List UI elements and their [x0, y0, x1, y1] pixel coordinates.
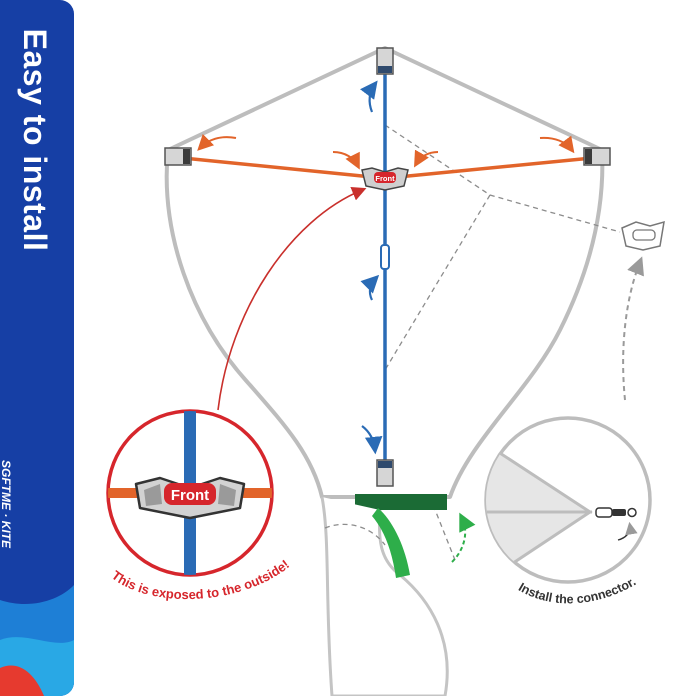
arrow-icon	[217, 187, 367, 411]
ribbon-outline	[320, 496, 449, 696]
sidebar-panel: Easy to install SGFTME · KITE	[0, 0, 74, 696]
center-connector: Front	[361, 167, 409, 191]
tail-bar	[355, 494, 447, 510]
arrow-icon	[414, 149, 439, 168]
fold-line	[384, 194, 491, 371]
right-spreader	[397, 156, 593, 179]
green-ribbon	[372, 508, 410, 578]
arrow-icon	[622, 256, 644, 401]
sidebar-background	[0, 0, 74, 696]
arrow-icon	[451, 512, 476, 563]
spar-joint	[380, 244, 390, 270]
arrow-icon	[197, 133, 237, 151]
arrow-icon	[617, 521, 638, 541]
center-connector-label: Front	[375, 174, 395, 183]
right-end-cap-fill	[585, 149, 592, 164]
arrow-icon	[360, 274, 380, 301]
arrow-icon	[360, 80, 378, 113]
bracket-connector-icon	[621, 220, 665, 251]
left-end-cap-fill	[183, 149, 190, 164]
detail-connector-label: Front	[171, 487, 209, 504]
arrow-icon	[332, 151, 360, 170]
top-end-cap-fill	[378, 66, 392, 73]
connector-detail-circle: Front	[106, 409, 274, 577]
left-spreader	[182, 156, 373, 179]
bottom-end-cap-fill	[378, 461, 392, 468]
swivel-snap-icon	[595, 507, 637, 518]
arrow-icon	[539, 135, 575, 154]
install-detail-circle	[484, 416, 652, 584]
arrow-icon	[361, 425, 383, 455]
